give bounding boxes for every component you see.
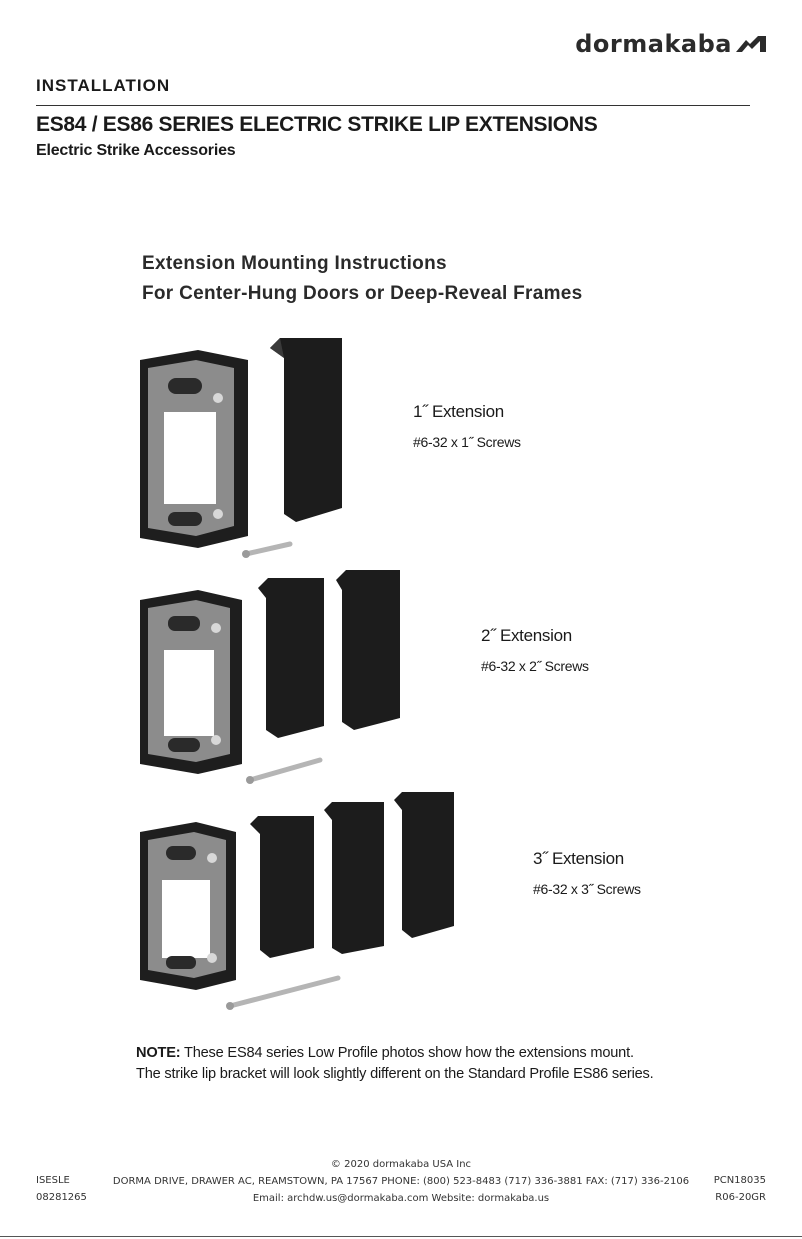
footer-left-code-2: 08281265 xyxy=(36,1192,87,1203)
note-prefix: NOTE: xyxy=(136,1045,181,1061)
extension-piece xyxy=(336,570,400,730)
note-line-1: These ES84 series Low Profile photos sho… xyxy=(180,1045,634,1061)
screw-icon xyxy=(246,757,323,784)
extension-piece xyxy=(324,802,384,954)
extension-3-illustration xyxy=(140,792,454,1010)
extension-2-illustration xyxy=(140,570,400,784)
document-title: ES84 / ES86 SERIES ELECTRIC STRIKE LIP E… xyxy=(36,113,598,136)
dormakaba-logo: dormakaba xyxy=(575,30,766,58)
extension-1-label: 1˝ Extension xyxy=(413,402,504,421)
footer-divider xyxy=(0,1236,802,1237)
extension-3-label: 3˝ Extension xyxy=(533,849,624,868)
section-heading: INSTALLATION xyxy=(36,76,171,95)
extension-2-screws: #6-32 x 2˝ Screws xyxy=(481,658,589,674)
strike-bracket xyxy=(140,590,242,774)
extension-2-label: 2˝ Extension xyxy=(481,626,572,645)
document-subtitle: Electric Strike Accessories xyxy=(36,142,236,159)
strike-bracket xyxy=(140,350,248,548)
instructions-heading-2: For Center-Hung Doors or Deep-Reveal Fra… xyxy=(142,283,583,304)
screw-icon xyxy=(226,975,341,1010)
footer-contact: Email: archdw.us@dormakaba.com Website: … xyxy=(252,1193,550,1204)
extension-piece xyxy=(250,816,314,958)
extension-piece xyxy=(394,792,454,938)
extension-piece xyxy=(258,578,324,738)
note-line-2: The strike lip bracket will look slightl… xyxy=(136,1066,654,1082)
screw-icon xyxy=(242,541,293,558)
note-text: NOTE: These ES84 series Low Profile phot… xyxy=(136,1043,654,1085)
extension-1-screws: #6-32 x 1˝ Screws xyxy=(413,434,521,450)
extension-3-screws: #6-32 x 3˝ Screws xyxy=(533,881,641,897)
brand-mark-icon xyxy=(736,36,766,52)
brand-name: dormakaba xyxy=(575,30,732,58)
footer-copyright: © 2020 dormakaba USA Inc xyxy=(330,1159,472,1170)
footer-left-code-1: ISESLE xyxy=(36,1175,70,1186)
header-divider xyxy=(36,105,750,106)
extension-1-illustration xyxy=(140,338,342,558)
extension-piece xyxy=(270,338,342,522)
footer-right-code-2: R06-20GR xyxy=(715,1192,766,1203)
footer-right-code-1: PCN18035 xyxy=(713,1175,766,1186)
instructions-heading-1: Extension Mounting Instructions xyxy=(142,253,447,274)
footer-address: DORMA DRIVE, DRAWER AC, REAMSTOWN, PA 17… xyxy=(112,1176,690,1187)
strike-bracket xyxy=(140,822,236,990)
